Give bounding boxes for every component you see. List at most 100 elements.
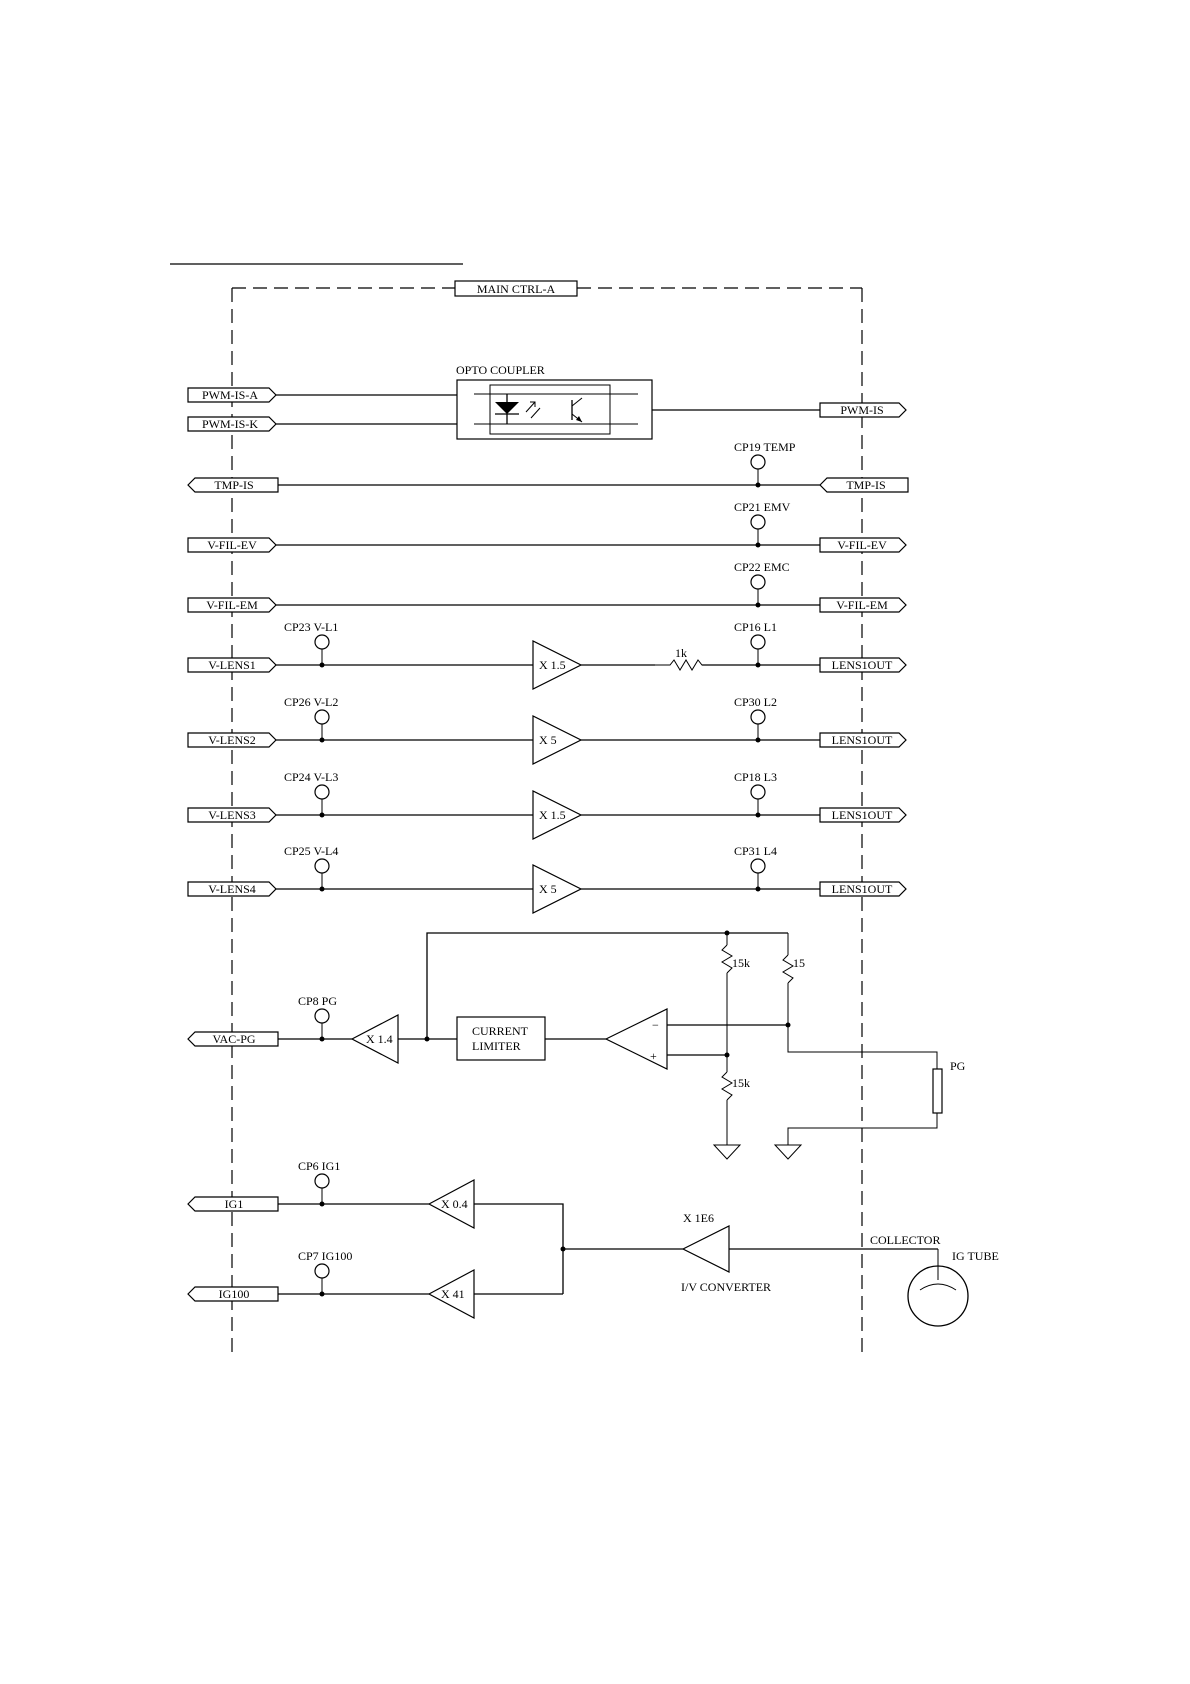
port-v-lens1: V-LENS1 bbox=[187, 657, 277, 673]
svg-text:LIMITER: LIMITER bbox=[472, 1039, 521, 1053]
collector-label: COLLECTOR bbox=[870, 1233, 940, 1247]
op-amp-plus: + bbox=[650, 1049, 657, 1063]
port-ig100: IG100 bbox=[187, 1286, 279, 1302]
svg-text:X 1.5: X 1.5 bbox=[539, 658, 566, 672]
test-point-cp18: CP18 L3 bbox=[734, 770, 777, 818]
svg-text:CP30 L2: CP30 L2 bbox=[734, 695, 777, 709]
svg-text:CP21 EMV: CP21 EMV bbox=[734, 500, 791, 514]
svg-text:IG1: IG1 bbox=[225, 1197, 244, 1211]
port-tmp-is-left: TMP-IS bbox=[187, 477, 279, 493]
amplifier-lens4: X 5 bbox=[532, 864, 583, 914]
svg-text:X 5: X 5 bbox=[539, 882, 557, 896]
svg-text:PG: PG bbox=[950, 1059, 966, 1073]
svg-text:CP7 IG100: CP7 IG100 bbox=[298, 1249, 352, 1263]
amplifier-lens1: X 1.5 bbox=[532, 640, 583, 690]
test-point-cp24: CP24 V-L3 bbox=[284, 770, 338, 818]
port-v-fil-ev-left: V-FIL-EV bbox=[187, 537, 277, 553]
svg-text:CP18 L3: CP18 L3 bbox=[734, 770, 777, 784]
port-lens3-out: LENS1OUT bbox=[819, 807, 907, 823]
resistor-15k-top bbox=[721, 944, 733, 974]
svg-text:V-LENS4: V-LENS4 bbox=[208, 882, 256, 896]
svg-text:PWM-IS-K: PWM-IS-K bbox=[202, 417, 258, 431]
svg-text:X 41: X 41 bbox=[441, 1287, 465, 1301]
svg-text:LENS1OUT: LENS1OUT bbox=[832, 733, 893, 747]
test-point-cp6: CP6 IG1 bbox=[298, 1159, 340, 1207]
svg-text:X 0.4: X 0.4 bbox=[441, 1197, 468, 1211]
test-point-cp23: CP23 V-L1 bbox=[284, 620, 338, 668]
port-ig1: IG1 bbox=[187, 1196, 279, 1212]
amplifier-pg: X 1.4 bbox=[350, 1014, 399, 1064]
resistor-1k-label: 1k bbox=[675, 646, 687, 660]
current-limiter-block: CURRENT LIMITER bbox=[456, 1016, 546, 1061]
svg-text:LENS1OUT: LENS1OUT bbox=[832, 658, 893, 672]
port-pwm-is-right: PWM-IS bbox=[819, 402, 907, 418]
svg-text:CP16 L1: CP16 L1 bbox=[734, 620, 777, 634]
amplifier-lens2: X 5 bbox=[532, 715, 583, 765]
svg-text:CP24 V-L3: CP24 V-L3 bbox=[284, 770, 338, 784]
svg-text:V-FIL-EM: V-FIL-EM bbox=[206, 598, 258, 612]
svg-text:CURRENT: CURRENT bbox=[472, 1024, 529, 1038]
svg-text:CP22 EMC: CP22 EMC bbox=[734, 560, 790, 574]
svg-text:X 1.5: X 1.5 bbox=[539, 808, 566, 822]
svg-text:V-FIL-EM: V-FIL-EM bbox=[836, 598, 888, 612]
svg-text:LENS1OUT: LENS1OUT bbox=[832, 808, 893, 822]
test-point-cp31: CP31 L4 bbox=[734, 844, 777, 892]
port-v-lens4: V-LENS4 bbox=[187, 881, 277, 897]
op-amp-minus: − bbox=[652, 1018, 659, 1032]
svg-text:VAC-PG: VAC-PG bbox=[212, 1032, 255, 1046]
svg-text:X 1.4: X 1.4 bbox=[366, 1032, 393, 1046]
svg-text:CP26 V-L2: CP26 V-L2 bbox=[284, 695, 338, 709]
port-v-lens3: V-LENS3 bbox=[187, 807, 277, 823]
svg-text:IG TUBE: IG TUBE bbox=[952, 1249, 999, 1263]
port-pwm-is-a: PWM-IS-A bbox=[187, 387, 277, 403]
svg-text:PWM-IS: PWM-IS bbox=[840, 403, 883, 417]
svg-text:15k: 15k bbox=[732, 956, 750, 970]
op-amp: − + bbox=[604, 1008, 668, 1070]
port-v-fil-ev-right: V-FIL-EV bbox=[819, 537, 907, 553]
led-icon bbox=[495, 394, 541, 424]
svg-text:CP8 PG: CP8 PG bbox=[298, 994, 337, 1008]
iv-converter: X 1E6 I/V CONVERTER bbox=[681, 1211, 771, 1294]
ig-tube-icon: IG TUBE bbox=[907, 1249, 999, 1327]
test-point-cp7: CP7 IG100 bbox=[298, 1249, 352, 1297]
opto-coupler-label: OPTO COUPLER bbox=[456, 363, 545, 377]
amplifier-ig1: X 0.4 bbox=[427, 1179, 475, 1229]
svg-text:V-FIL-EV: V-FIL-EV bbox=[837, 538, 887, 552]
port-pwm-is-k: PWM-IS-K bbox=[187, 416, 277, 432]
test-point-cp8: CP8 PG bbox=[298, 994, 337, 1042]
amplifier-lens3: X 1.5 bbox=[532, 790, 583, 840]
svg-text:V-LENS3: V-LENS3 bbox=[208, 808, 256, 822]
svg-text:X 1E6: X 1E6 bbox=[683, 1211, 714, 1225]
svg-text:I/V CONVERTER: I/V CONVERTER bbox=[681, 1280, 771, 1294]
port-v-fil-em-left: V-FIL-EM bbox=[187, 597, 277, 613]
svg-text:IG100: IG100 bbox=[219, 1287, 250, 1301]
resistor-1k bbox=[655, 659, 758, 671]
test-point-cp21: CP21 EMV bbox=[734, 500, 791, 548]
port-lens2-out: LENS1OUT bbox=[819, 732, 907, 748]
svg-text:X 5: X 5 bbox=[539, 733, 557, 747]
port-tmp-is-right: TMP-IS bbox=[819, 477, 909, 493]
svg-text:CP25 V-L4: CP25 V-L4 bbox=[284, 844, 338, 858]
svg-text:15: 15 bbox=[793, 956, 805, 970]
frame-title-box bbox=[454, 280, 578, 297]
resistor-15k-bottom bbox=[721, 1071, 733, 1101]
svg-text:CP23 V-L1: CP23 V-L1 bbox=[284, 620, 338, 634]
ground-icon bbox=[712, 1144, 742, 1160]
svg-text:LENS1OUT: LENS1OUT bbox=[832, 882, 893, 896]
svg-text:15k: 15k bbox=[732, 1076, 750, 1090]
svg-text:CP31 L4: CP31 L4 bbox=[734, 844, 777, 858]
opto-coupler: OPTO COUPLER bbox=[456, 363, 653, 440]
pirani-gauge-element: PG bbox=[932, 1059, 966, 1114]
amplifier-ig100: X 41 bbox=[427, 1269, 475, 1319]
test-point-cp30: CP30 L2 bbox=[734, 695, 777, 743]
port-v-lens2: V-LENS2 bbox=[187, 732, 277, 748]
svg-text:TMP-IS: TMP-IS bbox=[846, 478, 885, 492]
svg-text:V-FIL-EV: V-FIL-EV bbox=[207, 538, 257, 552]
port-vac-pg: VAC-PG bbox=[187, 1031, 279, 1047]
svg-text:V-LENS2: V-LENS2 bbox=[208, 733, 256, 747]
phototransistor-icon bbox=[571, 397, 583, 423]
ground-icon bbox=[773, 1144, 803, 1160]
test-point-cp19: CP19 TEMP bbox=[734, 440, 796, 488]
test-point-cp22: CP22 EMC bbox=[734, 560, 790, 608]
test-point-cp26: CP26 V-L2 bbox=[284, 695, 338, 743]
